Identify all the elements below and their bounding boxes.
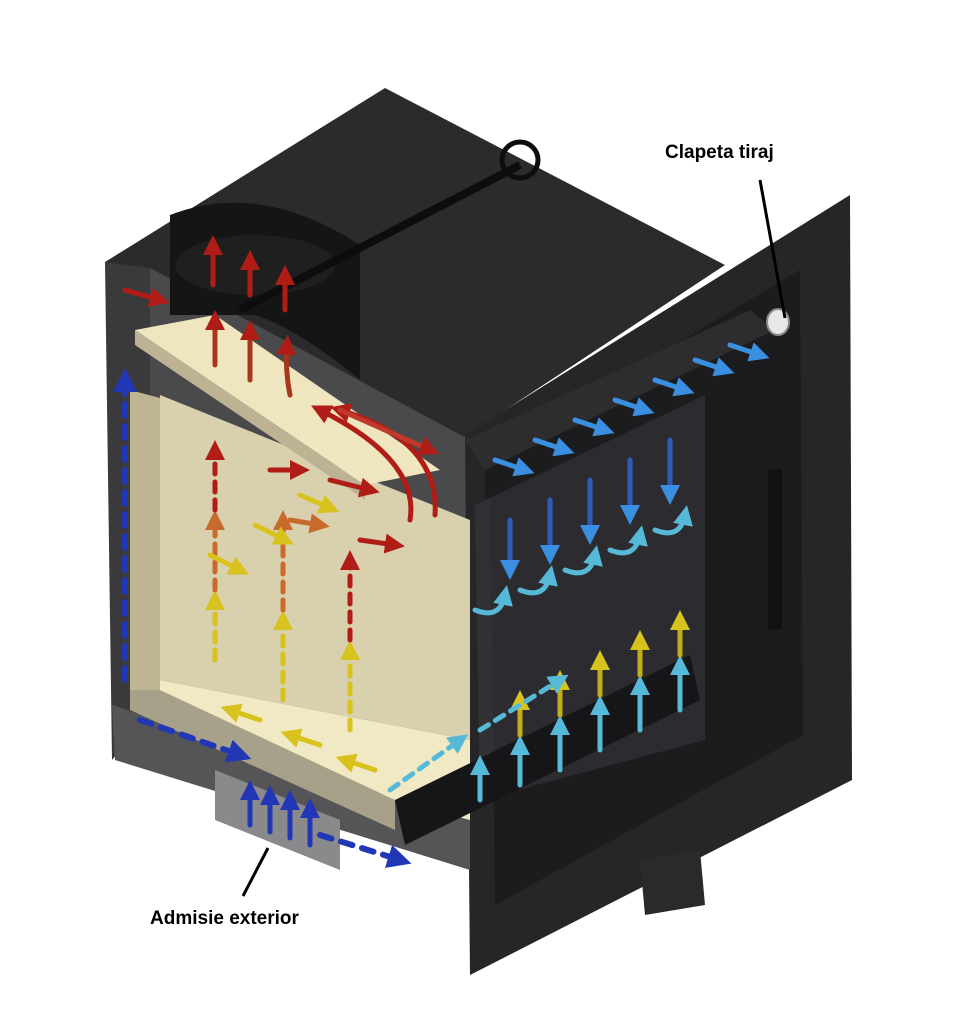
door-handle-slot: [768, 469, 782, 630]
draft-damper-label: Clapeta tiraj: [665, 142, 774, 163]
cyan-air-arrow: [517, 565, 558, 596]
baffle-edge: [135, 330, 365, 500]
combustion-air-arrow: [280, 728, 323, 748]
airflow-arrows: [113, 235, 770, 868]
cold-air-arrow: [137, 717, 252, 763]
firebox-floor-front: [130, 690, 395, 830]
hot-air-arrow: [357, 533, 405, 554]
combustion-air-arrow: [207, 552, 249, 575]
base-plate: [112, 705, 470, 870]
cyan-air-arrow: [472, 585, 513, 616]
hot-air-arrow: [337, 407, 440, 456]
damper-knob-icon: [499, 139, 541, 181]
leader-line-admisie: [241, 847, 270, 897]
rinse-air-arrow: [492, 457, 535, 477]
cyan-air-arrow: [387, 734, 469, 793]
cyan-air-arrow: [562, 545, 603, 576]
firebox-back-lining: [160, 395, 470, 740]
cyan-air-arrow: [652, 505, 693, 536]
rinse-air-arrow: [612, 397, 655, 417]
rinse-air-arrow: [692, 357, 735, 377]
bottom-channel: [395, 655, 700, 845]
rinse-air-arrow: [532, 437, 575, 457]
rinse-air-arrow: [727, 342, 770, 362]
firebox-left-lining: [130, 390, 160, 700]
baffle-plate: [135, 315, 440, 485]
hot-air-arrow: [276, 335, 297, 398]
draft-damper: [766, 308, 790, 336]
bottom-leg: [640, 850, 705, 915]
cyan-air-arrow: [477, 674, 569, 733]
leader-line-clapeta: [758, 179, 787, 319]
top-plate: [105, 88, 725, 440]
combustion-air-arrow: [220, 703, 263, 723]
combustion-air-arrow: [297, 492, 340, 514]
hot-air-arrow: [122, 287, 170, 307]
combustion-air-arrow: [252, 522, 294, 545]
rinse-air-arrow: [652, 377, 695, 397]
warm-air-arrow: [287, 513, 330, 534]
rinse-channel-front: [485, 330, 775, 500]
damper-knob-icon: [766, 308, 790, 336]
exterior-intake-label: Admisie exterior: [150, 908, 299, 929]
combustion-air-arrow: [335, 753, 378, 773]
smoke-collar-inner: [175, 235, 335, 295]
rinse-air-arrow: [572, 417, 615, 437]
hot-air-arrow: [327, 477, 380, 498]
rinse-channel-top: [465, 310, 775, 470]
cyan-air-arrow: [607, 525, 648, 556]
cold-air-arrow: [317, 832, 412, 868]
